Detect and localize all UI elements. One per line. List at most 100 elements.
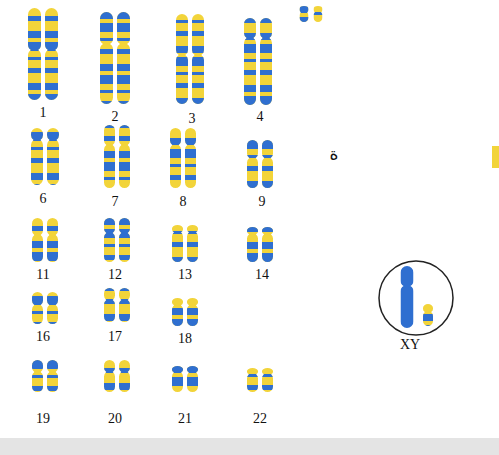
- chromosome-body: [187, 225, 198, 262]
- band: [100, 64, 113, 71]
- band: [104, 244, 115, 247]
- chromosome-number: 22: [253, 412, 267, 426]
- band: [104, 255, 115, 260]
- chromosome: [172, 298, 183, 328]
- band: [423, 314, 433, 321]
- chromosome: [262, 368, 273, 392]
- chromosome-body: [104, 360, 115, 392]
- chromosome: [247, 140, 258, 188]
- band: [260, 96, 272, 105]
- chromosome-body: [260, 18, 272, 105]
- band: [262, 166, 273, 171]
- chromosome-number: 12: [108, 268, 122, 282]
- band: [244, 85, 256, 92]
- chromosome: [262, 227, 273, 262]
- chromosome-body: [47, 218, 58, 262]
- band: [47, 252, 58, 261]
- band: [119, 314, 130, 321]
- band: [117, 23, 130, 32]
- chromosome-body: [31, 128, 43, 185]
- band: [28, 57, 41, 60]
- band: [244, 96, 256, 105]
- band: [260, 33, 272, 40]
- chromosome: [32, 292, 43, 327]
- band: [247, 140, 258, 149]
- band: [104, 299, 115, 304]
- chromosome-body: [47, 292, 58, 324]
- chromosome-body: [100, 12, 113, 104]
- xy-circle: [379, 261, 453, 335]
- chromosome-body: [247, 140, 258, 188]
- chromosome-body: [28, 8, 41, 100]
- band: [45, 83, 58, 90]
- band: [185, 149, 196, 158]
- chromosome: [119, 360, 130, 392]
- band: [176, 98, 188, 105]
- band: [260, 44, 272, 53]
- chromosome: [262, 140, 273, 188]
- chromosome: [187, 298, 198, 328]
- band: [119, 177, 130, 180]
- band: [185, 138, 196, 145]
- band: [244, 33, 256, 40]
- chromosome-number: 19: [36, 412, 50, 426]
- chromosome-body: [176, 14, 188, 104]
- chromosome-body: [187, 366, 198, 392]
- band: [119, 136, 130, 141]
- band: [260, 70, 272, 75]
- chromosome: [247, 368, 258, 392]
- chromosome: [104, 288, 115, 322]
- chromosome-number: 13: [178, 268, 192, 282]
- band: [47, 386, 58, 391]
- bottom-bar: [0, 438, 499, 455]
- chromosome: [104, 125, 115, 188]
- band: [172, 242, 183, 247]
- band: [187, 366, 198, 373]
- band: [104, 383, 115, 390]
- band: [32, 375, 43, 378]
- band: [31, 132, 43, 141]
- chromosome: [187, 225, 198, 264]
- band: [104, 314, 115, 321]
- band: [187, 377, 198, 386]
- band: [170, 138, 181, 145]
- band: [176, 72, 188, 75]
- band: [185, 164, 196, 167]
- band: [119, 288, 130, 291]
- band: [117, 101, 130, 106]
- band: [31, 158, 43, 163]
- band: [104, 136, 115, 141]
- chromosome-body: [119, 125, 130, 188]
- band: [262, 227, 273, 232]
- band: [172, 319, 183, 328]
- chromosome-body: [45, 8, 58, 100]
- chromosome-number: 18: [178, 332, 192, 346]
- band: [117, 90, 130, 93]
- band: [47, 241, 58, 248]
- band: [28, 16, 41, 21]
- chromosome: [119, 125, 130, 188]
- chromosome-body: [32, 292, 43, 324]
- band: [423, 325, 433, 334]
- band: [119, 299, 130, 304]
- chromosome-body: [185, 128, 196, 188]
- band: [32, 386, 43, 391]
- chromosome-body: [262, 140, 273, 188]
- band: [45, 42, 58, 51]
- chromosome: [172, 366, 183, 392]
- band: [300, 6, 309, 13]
- chromosome-body: [172, 225, 183, 262]
- band: [104, 162, 115, 171]
- band: [28, 42, 41, 51]
- chromosome-body: [401, 266, 414, 328]
- chromosome-body: [262, 227, 273, 262]
- chromosome: [244, 18, 256, 105]
- band: [32, 226, 43, 231]
- band: [170, 175, 181, 180]
- chromosome: [104, 360, 115, 392]
- chromosome: [47, 128, 59, 193]
- band: [47, 184, 59, 193]
- band: [104, 218, 115, 225]
